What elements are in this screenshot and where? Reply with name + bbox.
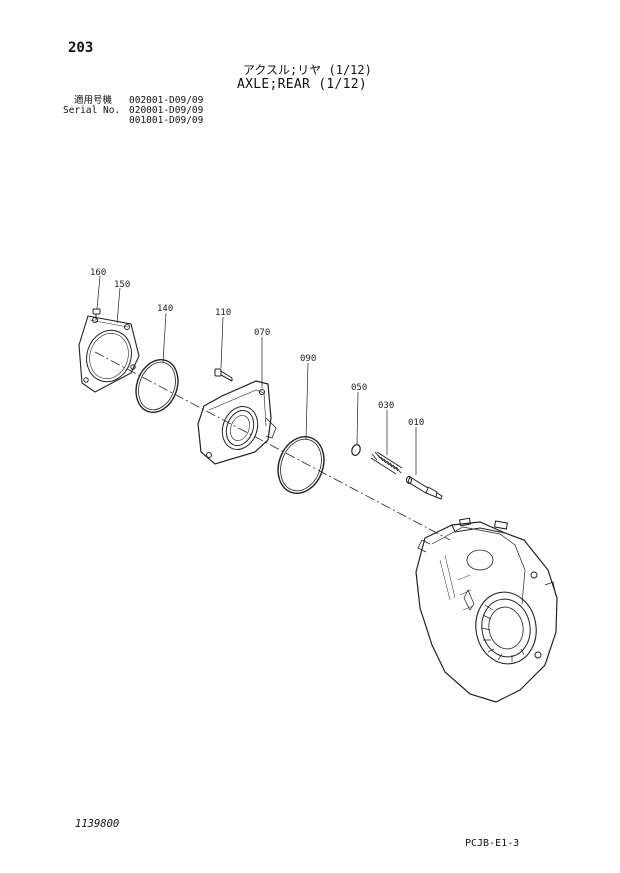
label-part-070: 070 bbox=[254, 328, 270, 338]
label-part-160: 160 bbox=[90, 268, 106, 278]
label-part-010: 010 bbox=[408, 418, 424, 428]
label-part-140: 140 bbox=[157, 304, 173, 314]
label-part-030: 030 bbox=[378, 401, 394, 411]
part-010-valve-spool bbox=[406, 476, 443, 500]
title-english: AXLE;REAR (1/12) bbox=[237, 77, 368, 92]
assembly-centerline bbox=[94, 351, 451, 541]
part-140-o-ring bbox=[135, 359, 179, 413]
serial-number-3: 001001-D09/09 bbox=[129, 115, 204, 126]
serial-number-1: 002001-D09/09 bbox=[129, 95, 204, 106]
leader-lines bbox=[96, 275, 417, 475]
part-110-bolt bbox=[214, 368, 233, 382]
serial-label-english: Serial No. bbox=[63, 105, 121, 116]
label-part-110: 110 bbox=[215, 308, 231, 318]
part-090-o-ring bbox=[277, 436, 325, 494]
part-150-cover-plate bbox=[78, 315, 140, 393]
axle-housing-body bbox=[415, 517, 558, 703]
drawing-number: 1139800 bbox=[75, 818, 120, 830]
part-070-housing bbox=[197, 380, 277, 465]
page-number: 203 bbox=[68, 40, 94, 56]
title-japanese: アクスル;リヤ (1/12) bbox=[243, 63, 372, 77]
sheet-code: PCJB-E1-3 bbox=[465, 838, 520, 849]
part-160-bolt bbox=[92, 308, 101, 320]
serial-number-2: 020001-D09/09 bbox=[129, 105, 204, 116]
label-part-090: 090 bbox=[300, 354, 316, 364]
part-050-small-ring bbox=[351, 444, 361, 456]
label-part-150: 150 bbox=[114, 280, 130, 290]
label-part-050: 050 bbox=[351, 383, 367, 393]
part-030-spring bbox=[370, 451, 403, 475]
serial-label-japanese: 適用号機 bbox=[74, 95, 113, 106]
